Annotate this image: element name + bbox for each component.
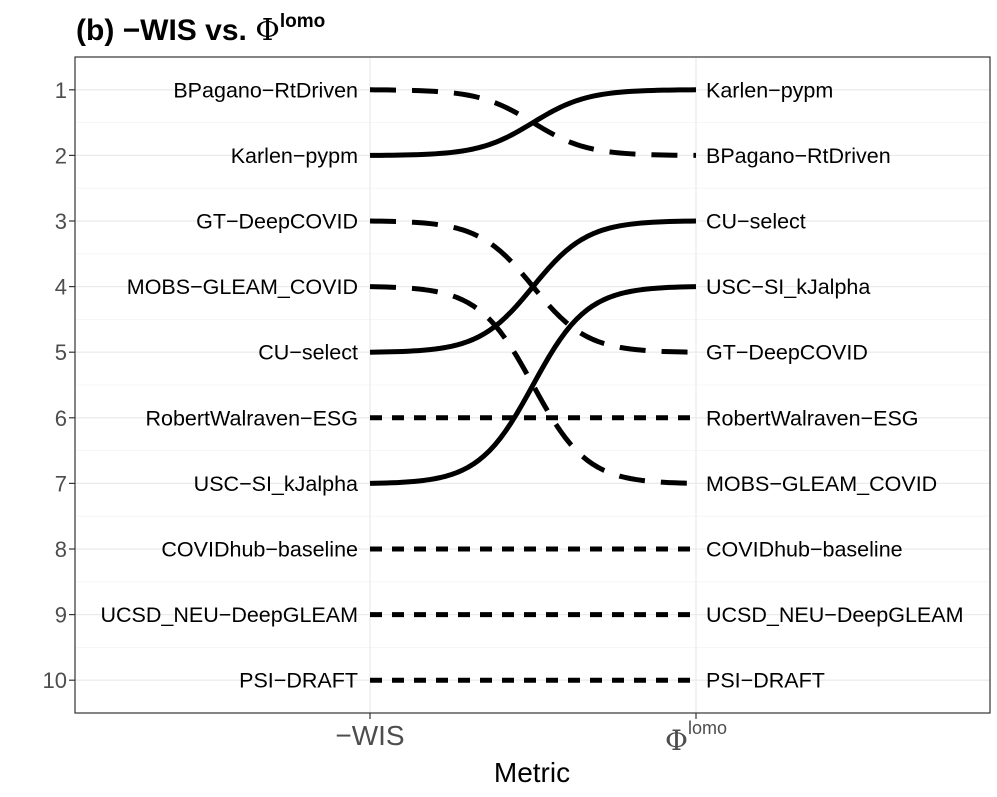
series-line xyxy=(369,218,697,355)
series-label-left: GT−DeepCOVID xyxy=(196,210,358,234)
series-label-right: RobertWalraven−ESG xyxy=(706,406,919,430)
series-line xyxy=(369,87,697,158)
series-label-left: Karlen−pypm xyxy=(231,144,358,168)
series-label-left: PSI−DRAFT xyxy=(239,669,358,693)
series-label-right: MOBS−GLEAM_COVID xyxy=(706,472,937,496)
series-label-left: BPagano−RtDriven xyxy=(173,78,358,102)
y-tick-label: 10 xyxy=(43,668,67,693)
series-label-right: PSI−DRAFT xyxy=(706,669,825,693)
series-label-left: RobertWalraven−ESG xyxy=(145,406,358,430)
series-label-right: UCSD_NEU−DeepGLEAM xyxy=(706,603,964,627)
y-tick-label: 1 xyxy=(55,78,67,103)
x-axis: −WIS Φlomo xyxy=(335,713,727,757)
y-tick-label: 4 xyxy=(55,275,67,300)
series-label-left: COVIDhub−baseline xyxy=(161,538,358,562)
series-label-right: GT−DeepCOVID xyxy=(706,341,868,365)
series-label-left: USC−SI_kJalpha xyxy=(194,472,358,496)
series-labels: BPagano−RtDrivenBPagano−RtDrivenKarlen−p… xyxy=(101,78,964,692)
x-tick-label: Φlomo xyxy=(665,718,727,757)
series-line xyxy=(369,284,697,486)
y-tick-label: 2 xyxy=(55,143,67,168)
chart-title: (b) −WIS vs. Φlomo xyxy=(76,11,325,48)
y-tick-label: 8 xyxy=(55,537,67,562)
series-label-right: Karlen−pypm xyxy=(706,78,833,102)
x-tick-label: −WIS xyxy=(335,720,404,751)
series-line xyxy=(369,284,697,486)
series-label-right: BPagano−RtDriven xyxy=(706,144,891,168)
plot-border xyxy=(74,56,991,714)
series-label-right: COVIDhub−baseline xyxy=(706,538,903,562)
y-axis: 1 2 3 4 5 6 7 8 9 10 xyxy=(43,78,75,693)
y-tick-label: 6 xyxy=(55,406,67,431)
y-tick-label: 3 xyxy=(55,209,67,234)
series-label-right: CU−select xyxy=(706,210,806,234)
x-axis-title: Metric xyxy=(494,757,570,788)
series-label-left: UCSD_NEU−DeepGLEAM xyxy=(101,603,359,627)
y-tick-label: 9 xyxy=(55,603,67,628)
series-label-right: USC−SI_kJalpha xyxy=(706,275,870,299)
series-label-left: CU−select xyxy=(258,341,358,365)
y-tick-label: 7 xyxy=(55,471,67,496)
series-lines xyxy=(369,87,697,683)
y-tick-label: 5 xyxy=(55,340,67,365)
series-label-left: MOBS−GLEAM_COVID xyxy=(127,275,358,299)
